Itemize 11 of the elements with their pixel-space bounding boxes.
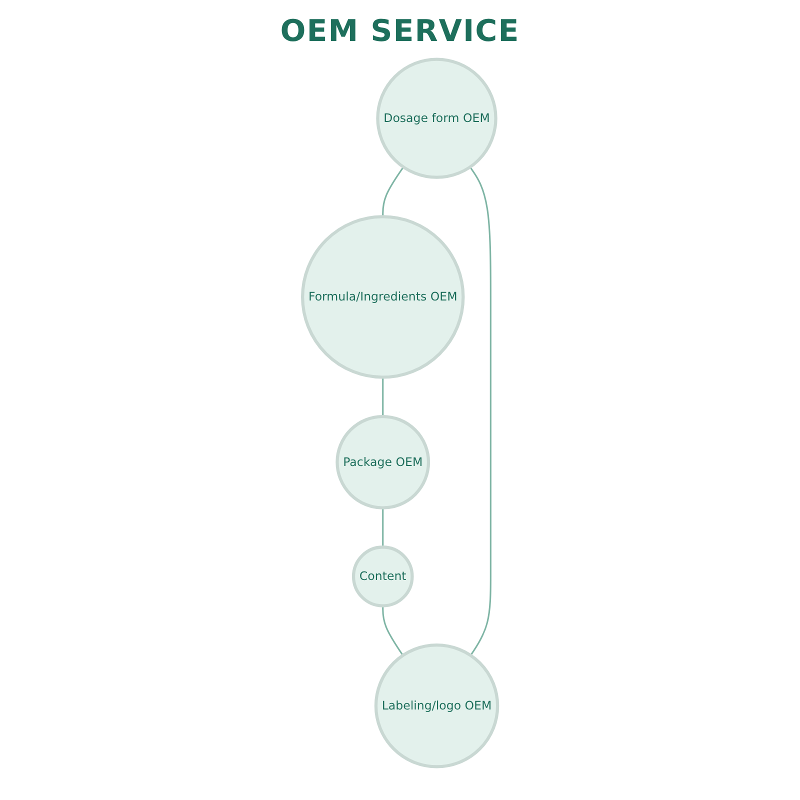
connector xyxy=(382,377,384,417)
connector xyxy=(469,166,492,656)
diagram-title: OEM SERVICE xyxy=(279,14,521,49)
node-circle: Content xyxy=(352,546,414,608)
connector xyxy=(382,166,404,217)
connector xyxy=(382,508,384,548)
node-circle: Package OEM xyxy=(336,414,430,510)
node-circle: Labeling/logo OEM xyxy=(374,644,500,768)
connector xyxy=(382,606,404,656)
node-circle: Dosage form OEM xyxy=(376,58,498,179)
node-circle: Formula/Ingredients OEM xyxy=(300,215,465,379)
